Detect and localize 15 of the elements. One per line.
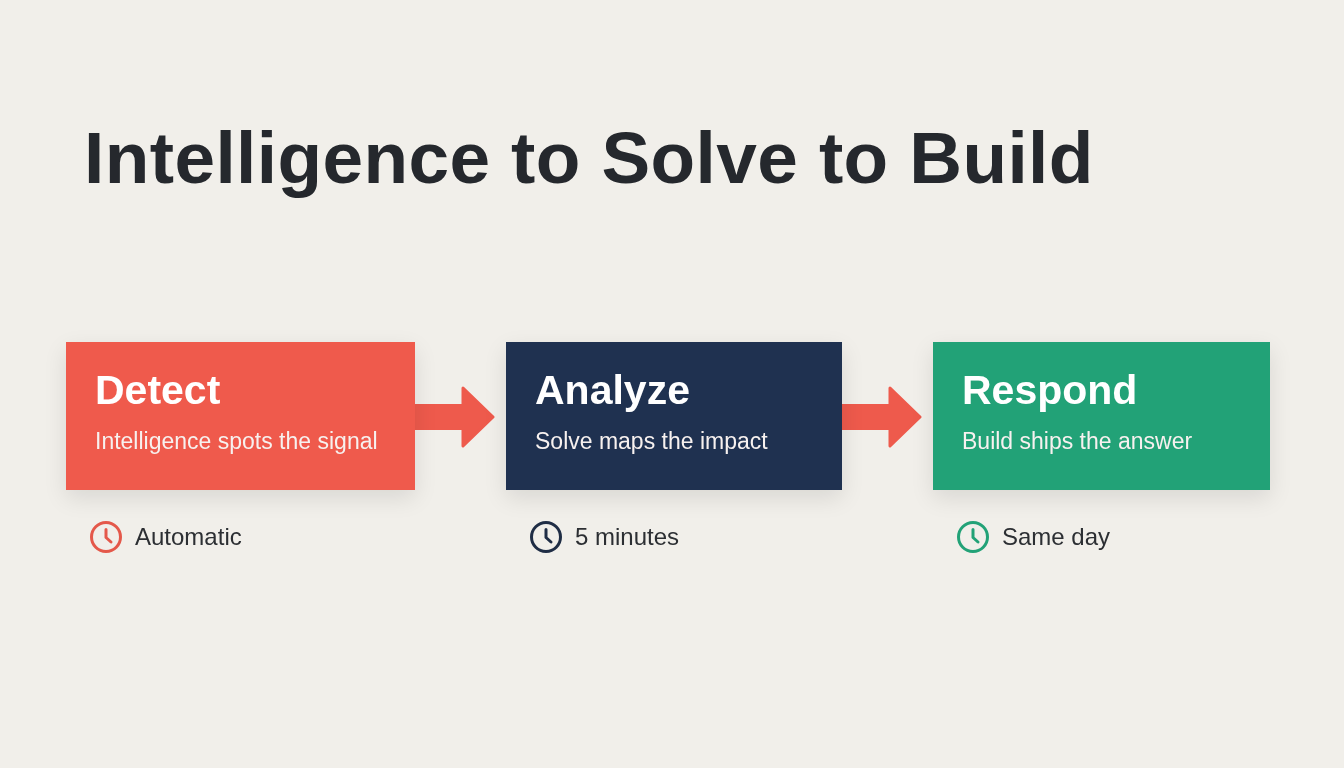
step-duration: Same day: [1002, 522, 1111, 553]
process-box: [506, 342, 842, 490]
step-description: Solve maps the impact: [535, 427, 768, 457]
arrow: [842, 386, 922, 448]
step-title: Respond: [962, 366, 1138, 415]
arrow: [415, 386, 495, 448]
process-box: [933, 342, 1270, 490]
process-box: [66, 342, 415, 490]
step-title: Detect: [95, 366, 221, 415]
step-duration: Automatic: [135, 522, 242, 553]
step-duration: 5 minutes: [575, 522, 680, 553]
step-description: Intelligence spots the signal: [95, 427, 378, 457]
diagram-title: Intelligence to Solve to Build: [84, 116, 1094, 200]
step-description: Build ships the answer: [962, 427, 1193, 457]
step-title: Analyze: [535, 366, 690, 415]
